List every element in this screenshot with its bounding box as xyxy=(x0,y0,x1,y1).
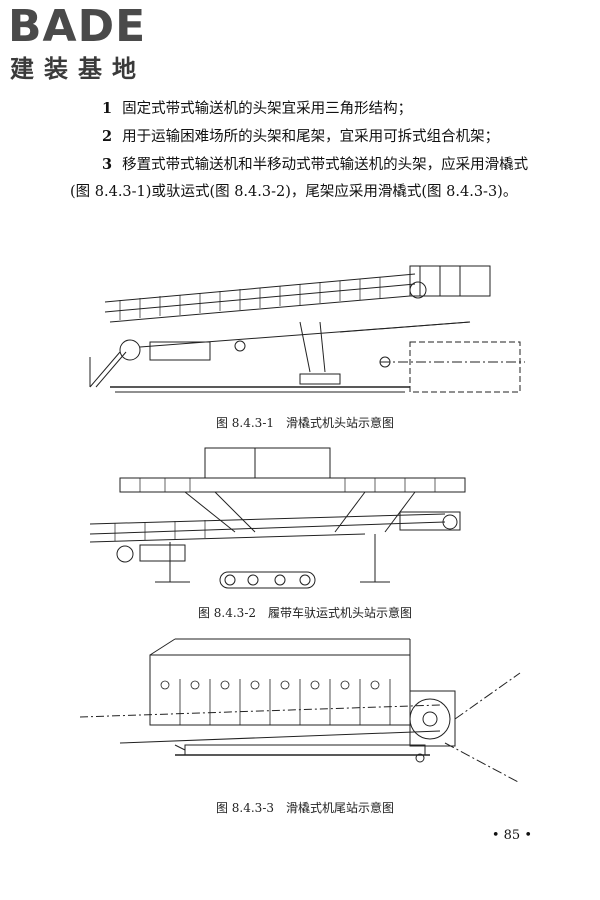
publisher-logo: BADE 建装基地 xyxy=(8,4,178,86)
clause-text: 用于运输困难场所的头架和尾架，宜采用可拆式组合机架； xyxy=(122,129,500,145)
logo-wordmark: BADE xyxy=(8,1,147,52)
clause-1: 1 固定式带式输送机的头架宜采用三角形结构； xyxy=(70,95,540,123)
clause-number: 3 xyxy=(102,156,113,173)
figure-caption: 图 8.4.3-3 滑橇式机尾站示意图 xyxy=(215,801,395,815)
clause-2: 2 用于运输困难场所的头架和尾架，宜采用可拆式组合机架； xyxy=(70,123,540,151)
logo-subtitle: 建装基地 xyxy=(10,55,146,83)
figure-skid-tail-station xyxy=(80,633,530,783)
body-text: 1 固定式带式输送机的头架宜采用三角形结构； 2 用于运输困难场所的头架和尾架，宜采… xyxy=(70,95,540,206)
figure-crawler-head-station xyxy=(85,442,525,592)
clause-text: 移置式带式输送机和半移动式带式输送机的头架，应采用滑橇式(图 8.4.3-1)或… xyxy=(70,157,529,200)
figure-caption: 图 8.4.3-1 滑橇式机头站示意图 xyxy=(215,416,395,430)
clause-text: 固定式带式输送机的头架宜采用三角形结构； xyxy=(122,101,413,117)
figure-caption: 图 8.4.3-2 履带车驮运式机头站示意图 xyxy=(197,606,413,620)
clause-number: 2 xyxy=(102,128,113,145)
page-number: • 85 • xyxy=(491,828,532,843)
figure-skid-head-station xyxy=(80,262,530,402)
clause-number: 1 xyxy=(102,100,113,117)
